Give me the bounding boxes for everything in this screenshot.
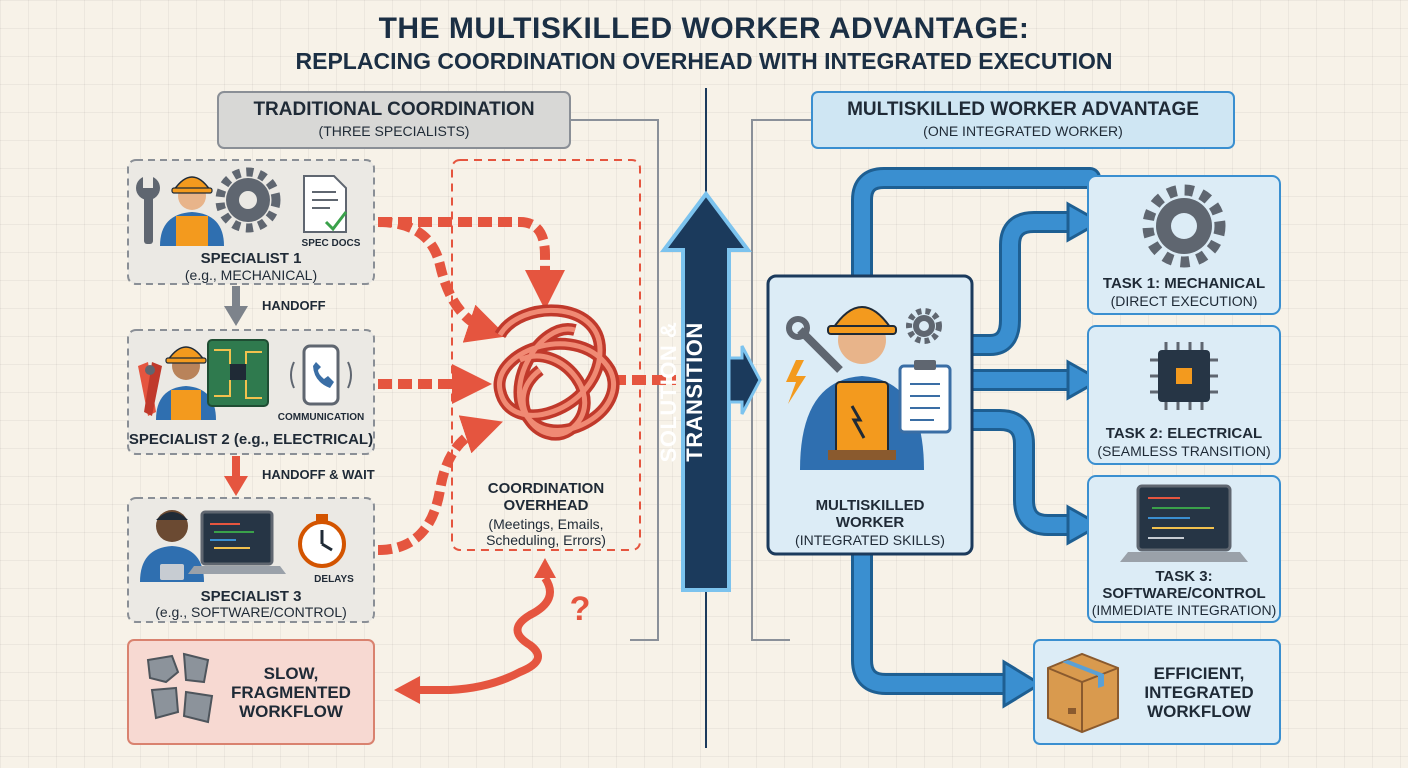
spec-docs-label: SPEC DOCS — [301, 238, 361, 249]
communication-label: COMMUNICATION — [277, 412, 365, 423]
stopwatch-icon — [298, 514, 346, 568]
specialist-to-overhead-arrows — [377, 217, 676, 555]
worker-title-line2: WORKER — [835, 514, 905, 531]
right-result-line2: INTEGRATED — [1144, 683, 1254, 702]
solution-transition-arrow — [660, 190, 762, 592]
broken-puzzle-icon — [146, 652, 214, 724]
package-box-icon — [1047, 652, 1119, 734]
handoff2-arrowhead — [224, 476, 248, 496]
specialist1-role: (e.g., MECHANICAL) — [184, 267, 318, 283]
task3-subtitle: (IMMEDIATE INTEGRATION) — [1091, 602, 1277, 618]
handoff1-label: HANDOFF — [262, 298, 326, 313]
worker-gear-icon — [906, 308, 942, 344]
lightning-icon — [786, 360, 806, 404]
specialist1-worker-icon — [160, 176, 224, 246]
left-result-line1: SLOW, — [263, 664, 319, 683]
specialist2-name: SPECIALIST 2 (e.g., ELECTRICAL) — [128, 431, 374, 448]
worker-subtitle: (INTEGRATED SKILLS) — [795, 532, 945, 548]
laptop-icon — [188, 510, 286, 574]
task3-title-line2: SOFTWARE/CONTROL — [1102, 585, 1266, 602]
task1-subtitle: (DIRECT EXECUTION) — [1110, 293, 1258, 309]
solution-transition-label: SOLUTION & TRANSITION — [656, 321, 707, 463]
specialist1-name: SPECIALIST 1 — [200, 250, 302, 267]
gear-icon — [215, 167, 281, 233]
left-result-line2: FRAGMENTED — [231, 683, 351, 702]
overhead-title-line1: COORDINATION — [487, 480, 605, 497]
task1-title: TASK 1: MECHANICAL — [1102, 275, 1266, 292]
handoff2-label: HANDOFF & WAIT — [262, 467, 375, 482]
blue-flow-pipes — [854, 170, 1098, 692]
circuit-board-icon — [207, 339, 269, 407]
pliers-icon — [138, 362, 162, 416]
diagram-subtitle: REPLACING COORDINATION OVERHEAD WITH INT… — [295, 48, 1113, 74]
right-result-line1: EFFICIENT, — [1153, 664, 1245, 683]
task1-gear-icon — [1142, 184, 1226, 268]
phone-icon — [290, 344, 352, 406]
question-mark: ? — [569, 590, 591, 628]
handoff1-arrowhead — [224, 306, 248, 326]
right-header-box — [811, 91, 1235, 149]
squiggle-arrowhead-up — [534, 558, 556, 578]
chip-icon — [1150, 342, 1218, 410]
blue-arrowheads — [1002, 201, 1104, 709]
specialist3-role: (e.g., SOFTWARE/CONTROL) — [155, 604, 347, 620]
overhead-detail-line1: (Meetings, Emails, — [488, 516, 604, 532]
worker-title-line1: MULTISKILLED — [815, 497, 925, 514]
right-header-title: MULTISKILLED WORKER ADVANTAGE — [847, 99, 1199, 120]
overhead-box — [451, 159, 641, 551]
overhead-title-line2: OVERHEAD — [503, 497, 589, 514]
task2-subtitle: (SEAMLESS TRANSITION) — [1097, 443, 1271, 459]
left-header-box — [217, 91, 571, 149]
left-header-title: TRADITIONAL COORDINATION — [253, 99, 535, 120]
right-result-line3: WORKFLOW — [1147, 702, 1251, 721]
right-header-subtitle: (ONE INTEGRATED WORKER) — [923, 123, 1123, 139]
multiskilled-worker-icon — [800, 306, 924, 470]
left-header-subtitle: (THREE SPECIALISTS) — [318, 123, 470, 139]
specialist3-worker-icon — [140, 510, 204, 582]
task3-title-line1: TASK 3: — [1155, 568, 1213, 585]
overhead-detail-line2: Scheduling, Errors) — [486, 532, 606, 548]
clipboard-icon — [898, 360, 952, 434]
tangle-knot-highlight — [497, 307, 616, 438]
specialist3-name: SPECIALIST 3 — [200, 588, 302, 605]
delays-label: DELAYS — [314, 574, 354, 585]
squiggle-arrowhead-left — [394, 676, 420, 704]
diagram-title: THE MULTISKILLED WORKER ADVANTAGE: — [378, 12, 1030, 45]
task2-title: TASK 2: ELECTRICAL — [1105, 425, 1263, 442]
squiggle-to-result-arrow — [418, 575, 554, 694]
specialist2-worker-icon — [156, 346, 216, 420]
task3-laptop-icon — [1120, 484, 1248, 562]
left-result-line3: WORKFLOW — [239, 702, 343, 721]
document-icon — [303, 175, 348, 233]
solution-side-arrow — [727, 345, 762, 415]
wrench-icon — [136, 174, 160, 244]
worker-wrench-icon — [786, 316, 843, 373]
